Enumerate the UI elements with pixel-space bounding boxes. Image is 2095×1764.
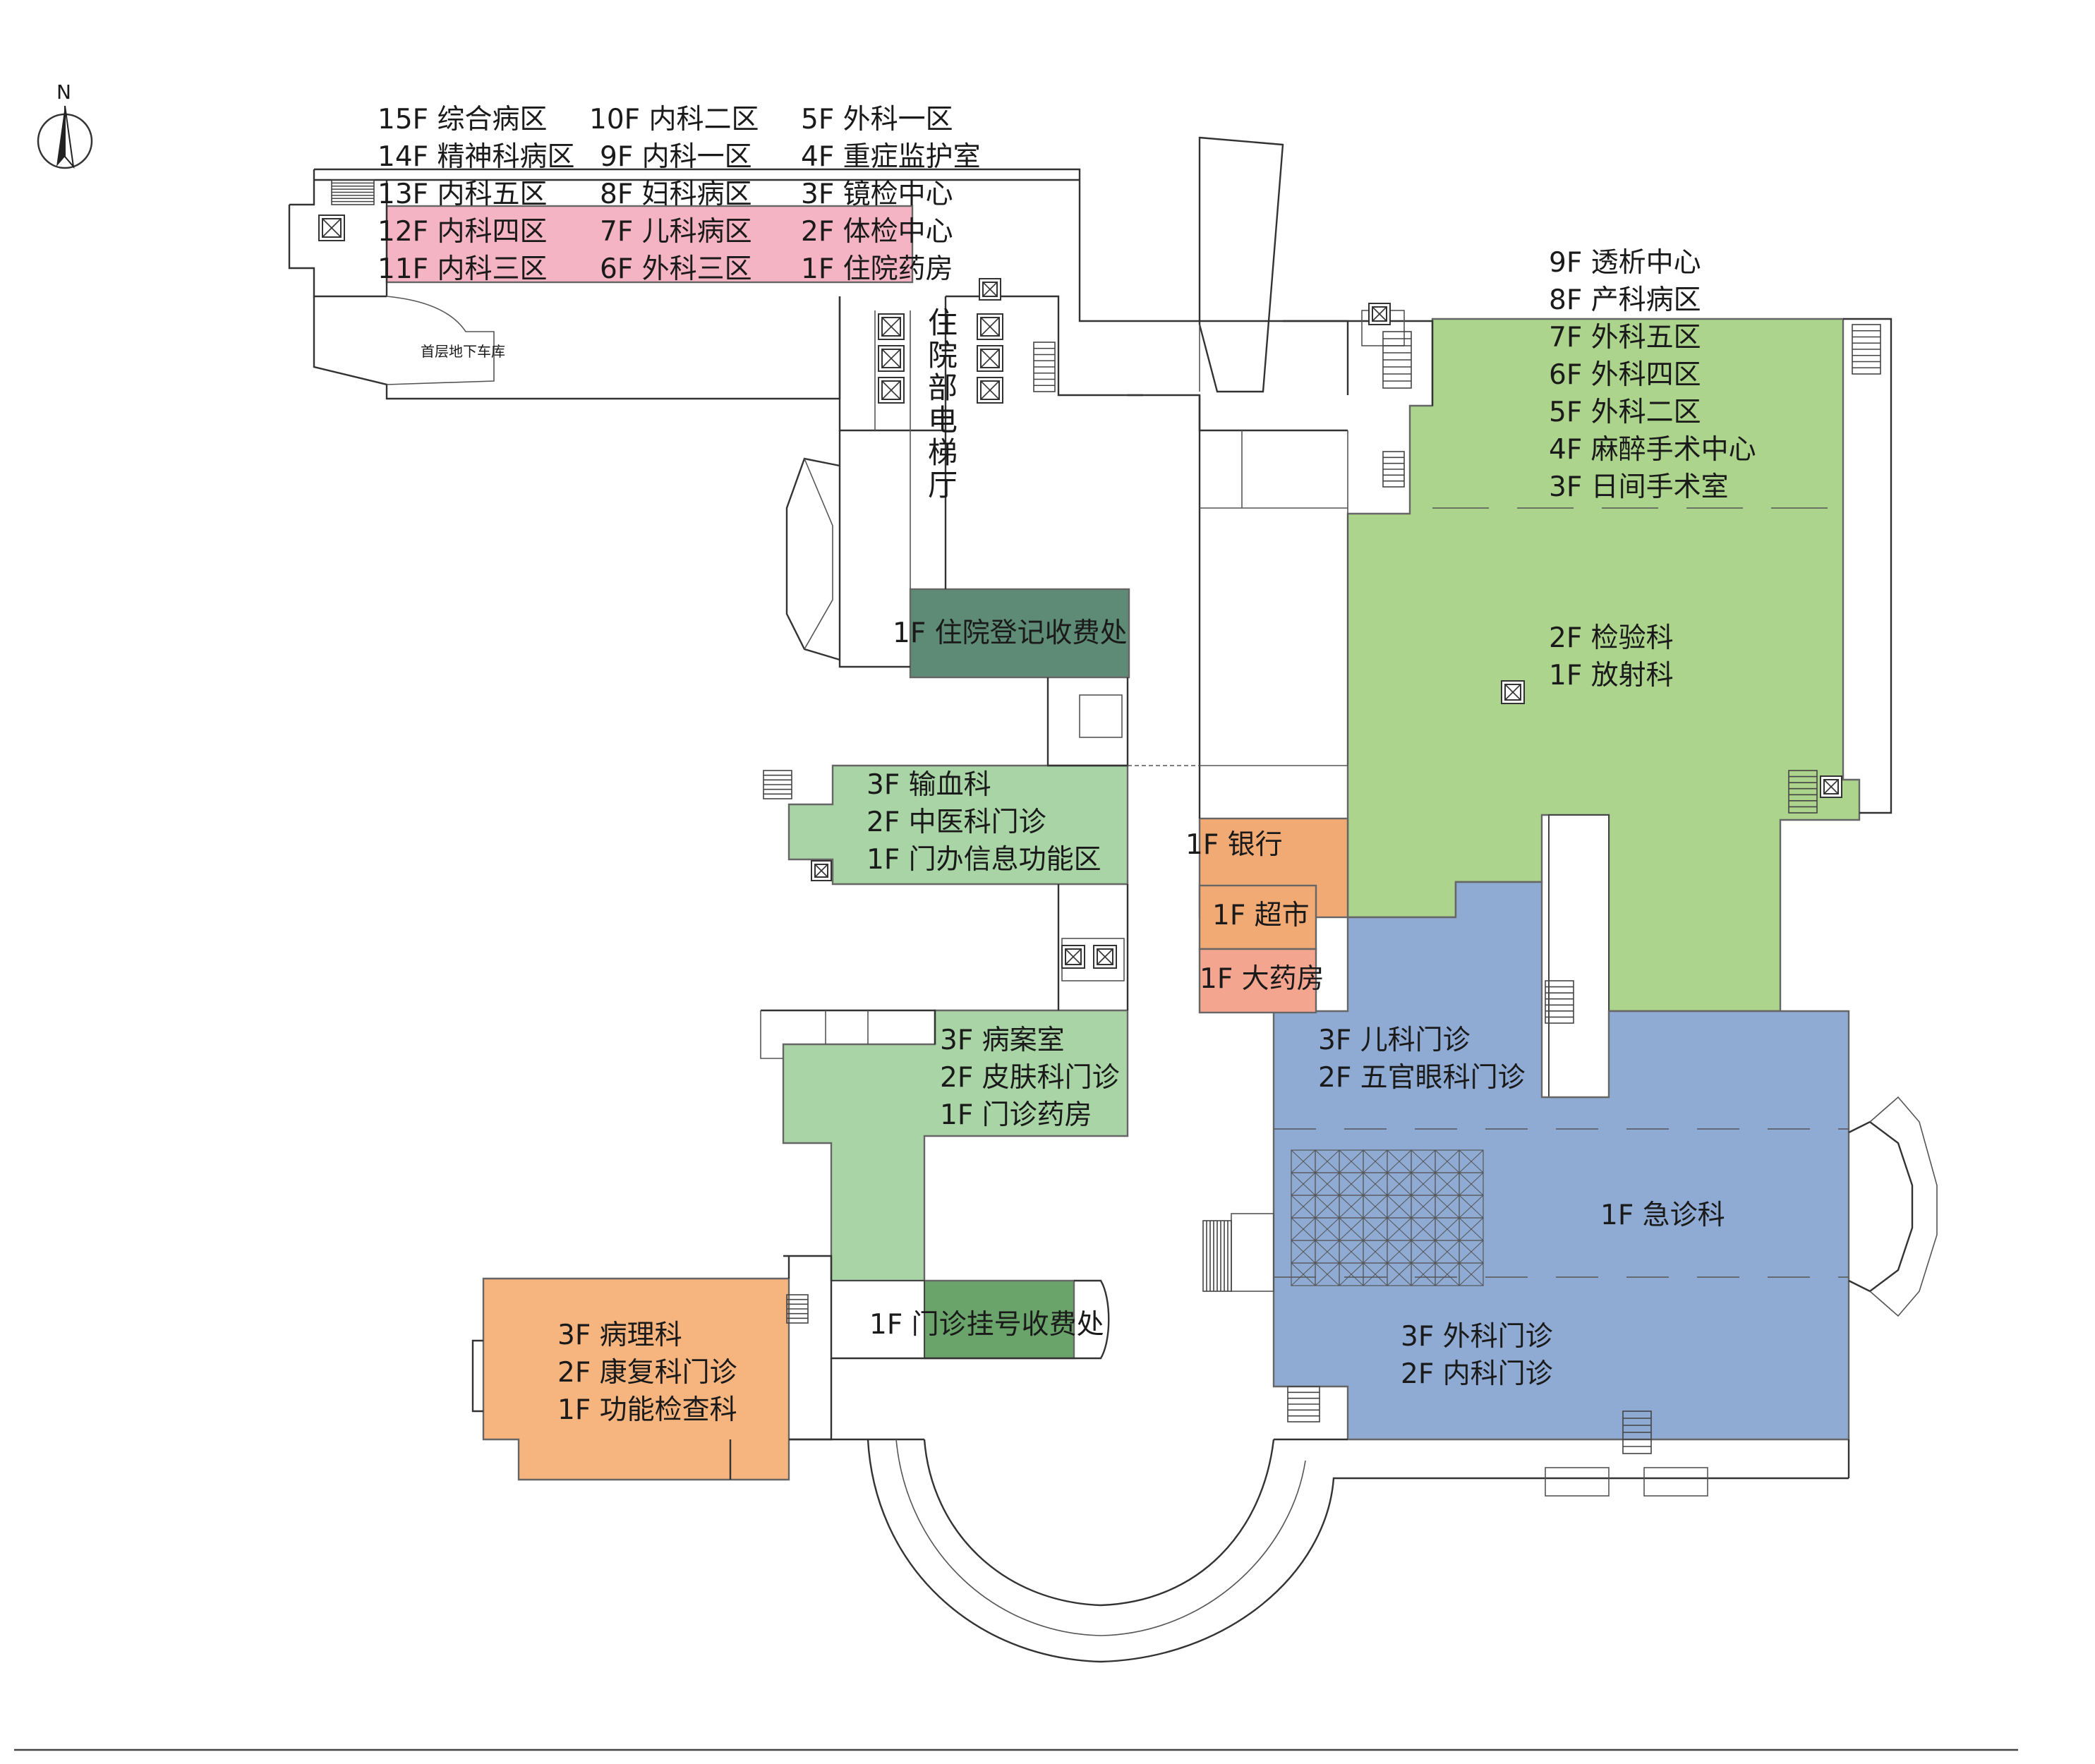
radiology-label: 1F 放射科 <box>1549 660 1674 691</box>
east-tower-row2: 8F 产科病区 <box>1549 284 1701 316</box>
supermarket-label: 1F 超市 <box>1212 900 1310 931</box>
lab-label: 2F 检验科 <box>1549 622 1674 654</box>
building-walls <box>288 136 1938 1663</box>
elevator-hall-char-2: 院 <box>928 338 958 373</box>
east-tower-row1: 9F 透析中心 <box>1549 247 1701 279</box>
zone-east-tower <box>1346 318 1861 1013</box>
stair-icon <box>1287 1386 1320 1422</box>
tower-col2-row1: 10F 内科二区 <box>589 104 759 135</box>
stair-icon <box>786 1294 809 1324</box>
tower-col3-row4: 2F 体检中心 <box>801 216 953 248</box>
stair-icon <box>1622 1410 1652 1454</box>
emergency-label: 1F 急诊科 <box>1600 1200 1725 1231</box>
tower-col1-row5: 11F 内科三区 <box>378 253 547 285</box>
stair-icon <box>1545 980 1574 1024</box>
blood-label: 3F 输血科 <box>867 769 991 801</box>
elevator-icon <box>1368 303 1391 325</box>
elevator-icon <box>1501 680 1525 704</box>
surgery-outpatient-label: 3F 外科门诊 <box>1401 1321 1553 1353</box>
elevator-icon <box>878 313 905 340</box>
stair-icons <box>331 179 1881 1454</box>
elevator-icon <box>977 313 1003 340</box>
registration-office-label: 1F 门诊挂号收费处 <box>869 1309 1104 1341</box>
north-label: N <box>56 80 71 104</box>
stair-icon <box>763 770 792 799</box>
tower-col2-row4: 7F 儿科病区 <box>600 216 752 248</box>
stair-icon <box>1852 324 1881 375</box>
elevator-hall-char-6: 厅 <box>928 468 958 502</box>
elevator-hall-char-3: 部 <box>928 370 958 405</box>
tower-col2-row3: 8F 妇科病区 <box>600 179 752 210</box>
elevator-hall-char-4: 电 <box>928 403 958 437</box>
elevator-hall-label: 住 院 部 电 梯 厅 <box>928 306 958 502</box>
zone-inpatient-registration <box>909 588 1130 679</box>
stair-icon <box>1788 770 1818 814</box>
zone-blood-tcm <box>787 764 1129 886</box>
tower-col1-row1: 15F 综合病区 <box>378 104 547 135</box>
elevator-icon <box>811 860 832 881</box>
zone-inpatient-ward <box>385 205 914 284</box>
inpatient-tower-legend: 15F 综合病区 14F 精神科病区 13F 内科五区 12F 内科四区 11F… <box>378 104 981 285</box>
tcm-label: 2F 中医科门诊 <box>867 807 1046 838</box>
east-tower-row7: 3F 日间手术室 <box>1549 471 1729 503</box>
pharmacy-label: 1F 大药房 <box>1200 963 1324 995</box>
elevator-icon <box>1093 945 1117 969</box>
elevator-icon <box>878 377 905 404</box>
elevator-icons <box>318 215 1842 969</box>
stair-icon <box>1382 331 1412 389</box>
tower-col1-row2: 14F 精神科病区 <box>378 141 574 173</box>
elevator-icon <box>1061 945 1085 969</box>
tower-col3-row2: 4F 重症监护室 <box>801 141 981 173</box>
east-tower-row4: 6F 外科四区 <box>1549 359 1701 391</box>
elevator-hall-char-1: 住 <box>928 306 958 340</box>
east-tower-row3: 7F 外科五区 <box>1549 322 1701 354</box>
ent-eye-label: 2F 五官眼科门诊 <box>1318 1062 1526 1094</box>
stair-icon <box>1382 451 1405 488</box>
tower-col3-row5: 1F 住院药房 <box>801 253 953 285</box>
elevator-icon <box>878 345 905 372</box>
elevator-icon <box>979 278 1001 301</box>
inpatient-registration-label: 1F 住院登记收费处 <box>893 617 1128 649</box>
stair-icon <box>331 179 375 205</box>
north-compass-icon: N <box>37 80 93 169</box>
pediatrics-label: 3F 儿科门诊 <box>1318 1025 1471 1056</box>
internal-outpatient-label: 2F 内科门诊 <box>1401 1358 1553 1390</box>
elevator-icon <box>977 377 1003 404</box>
zone-supermarket <box>1198 884 1317 950</box>
stair-icon <box>1202 1220 1232 1292</box>
stair-icon <box>1033 342 1056 392</box>
records-label: 3F 病案室 <box>940 1025 1065 1056</box>
elevator-icon <box>977 345 1003 372</box>
rehab-label: 2F 康复科门诊 <box>557 1357 737 1389</box>
garage-label: 首层地下车库 <box>421 343 505 360</box>
elevator-icon <box>1820 775 1842 798</box>
tower-col2-row2: 9F 内科一区 <box>600 141 752 173</box>
dermatology-label: 2F 皮肤科门诊 <box>940 1062 1120 1094</box>
outpatient-pharmacy-label: 1F 门诊药房 <box>940 1099 1092 1131</box>
tower-col3-row3: 3F 镜检中心 <box>801 179 953 210</box>
bank-label: 1F 银行 <box>1185 829 1283 861</box>
emergency-hall-grid <box>1291 1149 1484 1286</box>
info-area-label: 1F 门办信息功能区 <box>867 844 1101 876</box>
east-tower-row5: 5F 外科二区 <box>1549 397 1701 428</box>
zone-pharmacy <box>1198 948 1317 1014</box>
elevator-icon <box>318 215 345 241</box>
east-tower-corridor <box>1548 814 1610 1098</box>
tower-col3-row1: 5F 外科一区 <box>801 104 953 135</box>
east-tower-legend: 9F 透析中心 8F 产科病区 7F 外科五区 6F 外科四区 5F 外科二区 … <box>1549 247 1756 503</box>
pathology-label: 3F 病理科 <box>557 1319 682 1351</box>
function-exam-label: 1F 功能检查科 <box>557 1394 737 1426</box>
tower-col1-row3: 13F 内科五区 <box>378 179 547 210</box>
tower-col1-row4: 12F 内科四区 <box>378 216 547 248</box>
tower-col2-row5: 6F 外科三区 <box>600 253 752 285</box>
elevator-hall-char-5: 梯 <box>928 435 958 470</box>
east-tower-row6: 4F 麻醉手术中心 <box>1549 434 1756 466</box>
